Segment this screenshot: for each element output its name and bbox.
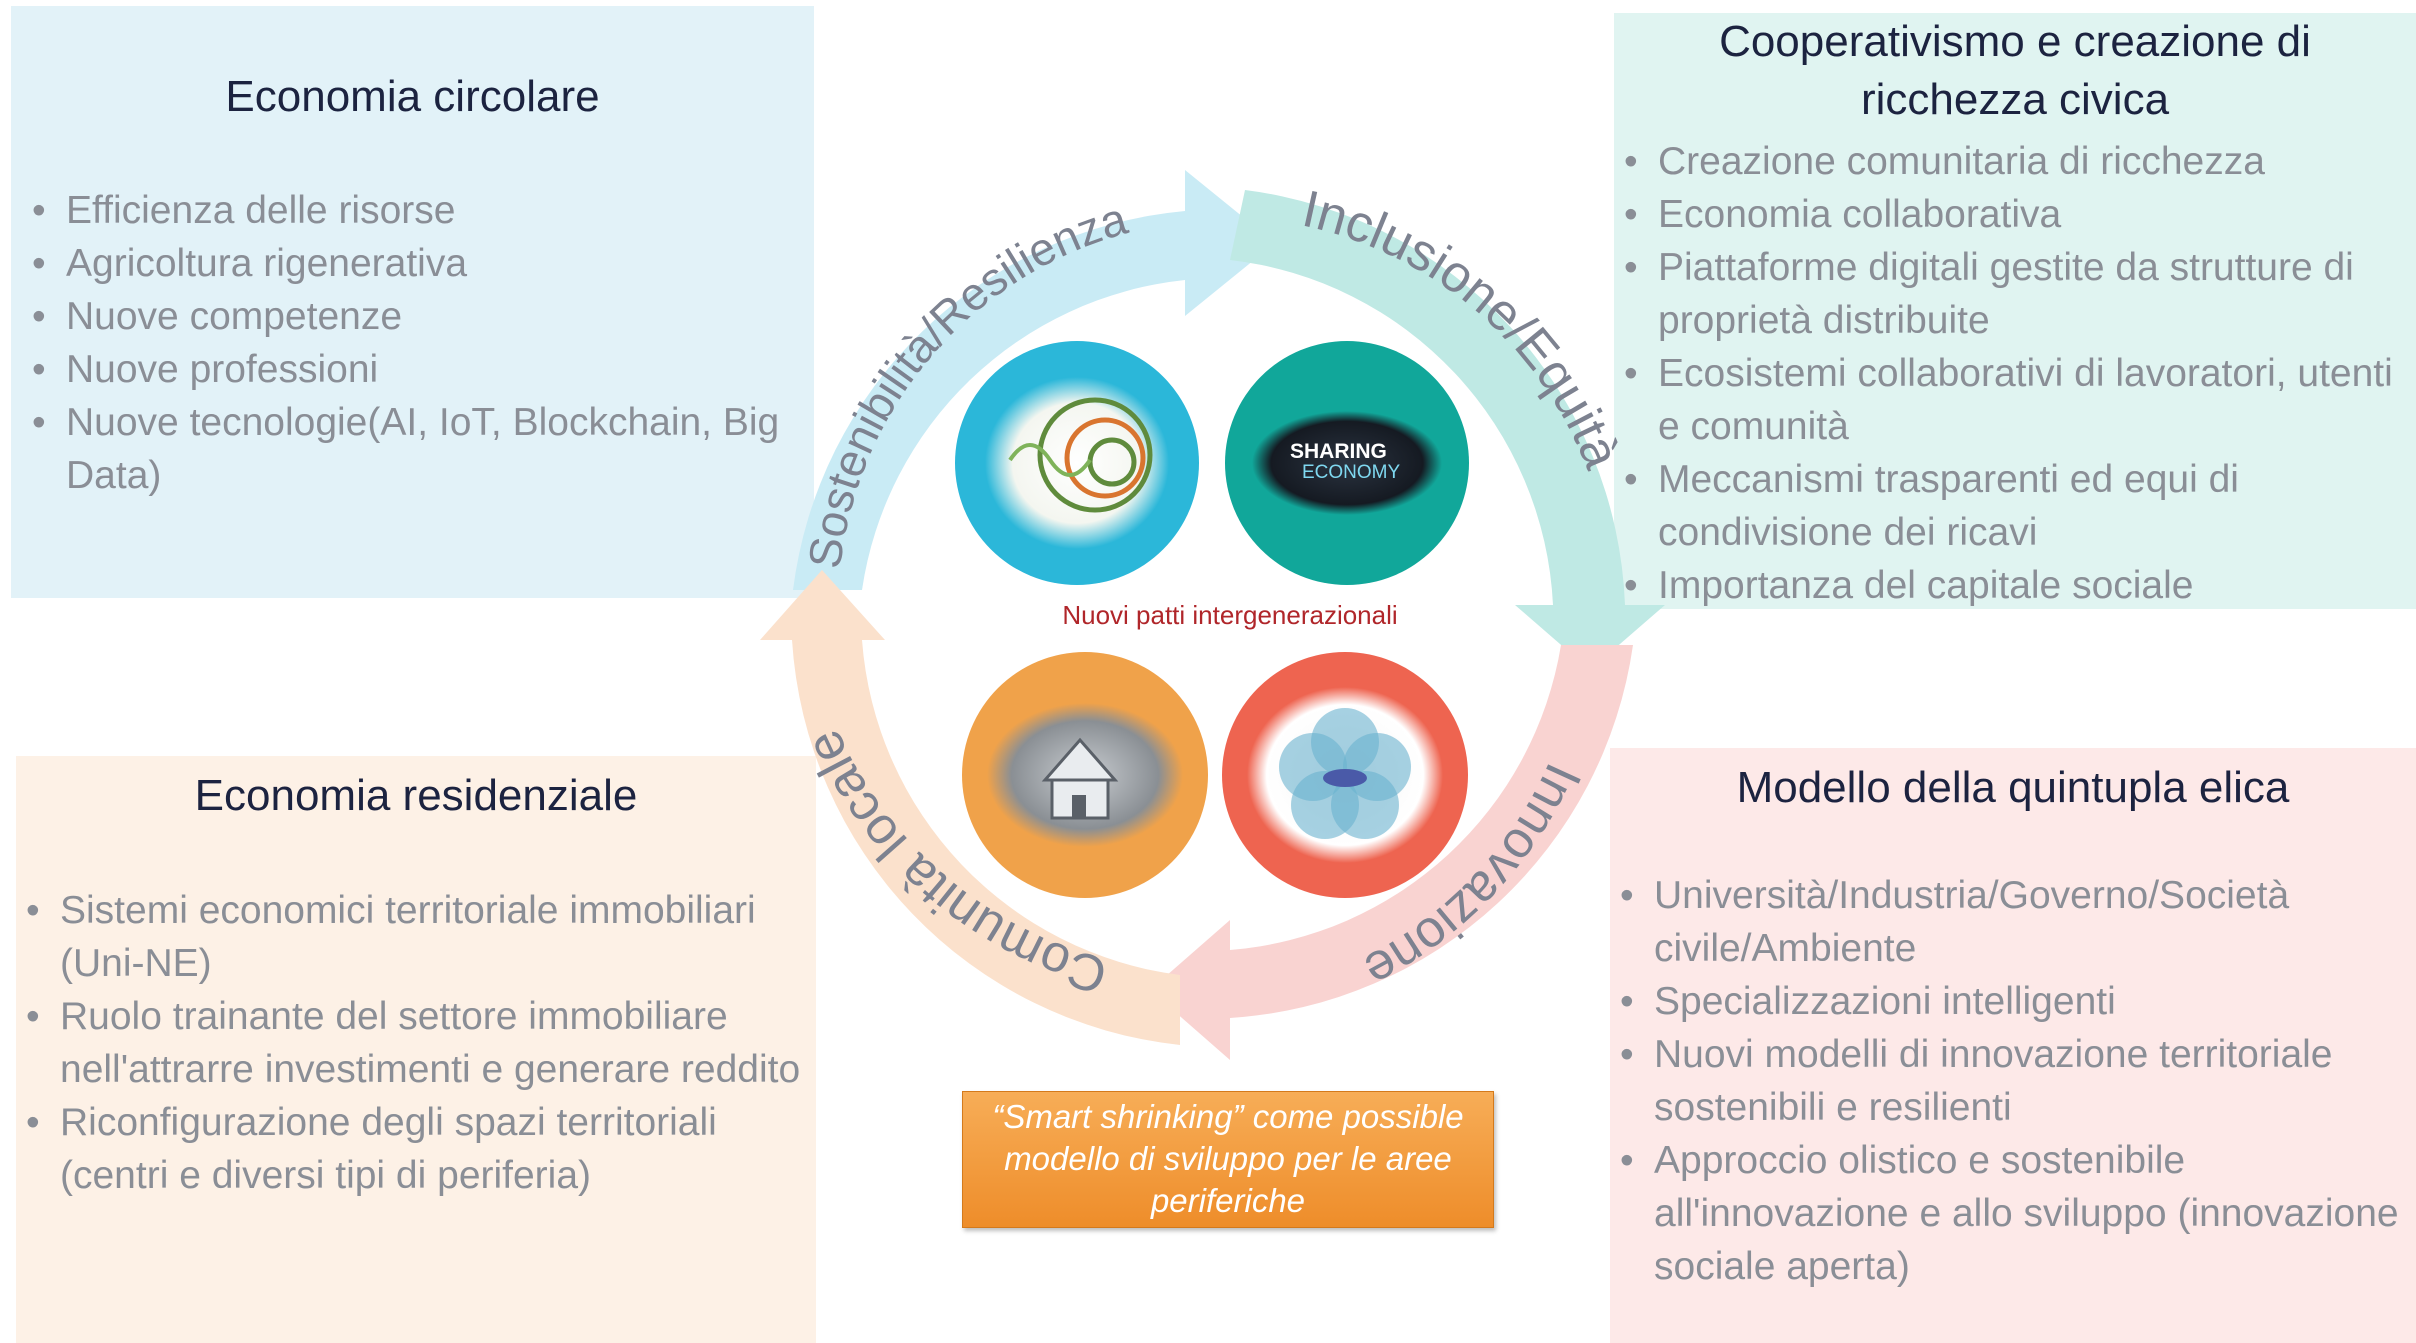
list-item: Nuove professioni	[22, 343, 807, 396]
list-item: Agricoltura rigenerativa	[22, 237, 807, 290]
circular-economy-image	[955, 341, 1199, 585]
economia-residenziale-title: Economia residenziale	[194, 771, 638, 820]
list-item: Riconfigurazione degli spazi territorial…	[16, 1096, 806, 1202]
economia-residenziale-box: Economia residenziale Sistemi economici …	[16, 756, 816, 1343]
list-item: Nuove competenze	[22, 290, 807, 343]
sharing-economy-image: SHARING ECONOMY	[1225, 341, 1469, 585]
list-item: Piattaforme digitali gestite da struttur…	[1614, 241, 2414, 347]
list-item: Ruolo trainante del settore immobiliare …	[16, 990, 806, 1096]
list-item: Nuovi modelli di innovazione territorial…	[1610, 1028, 2410, 1134]
economia-circolare-title: Economia circolare	[225, 72, 600, 121]
sharing-word: SHARING	[1290, 440, 1387, 463]
list-item: Nuove tecnologie(AI, IoT, Blockchain, Bi…	[22, 396, 807, 502]
smart-shrinking-note: “Smart shrinking” come possible modello …	[962, 1091, 1494, 1228]
economia-circolare-box: Economia circolare Efficienza delle riso…	[11, 6, 814, 598]
center-label: Nuovi patti intergenerazionali	[1062, 600, 1398, 630]
list-item: Università/Industria/Governo/Società civ…	[1610, 869, 2410, 975]
economy-word: ECONOMY	[1302, 462, 1401, 483]
arrow-innovazione	[1150, 645, 1633, 1060]
list-item: Meccanismi trasparenti ed equi di condiv…	[1614, 453, 2414, 559]
cooperativismo-list: Creazione comunitaria di ricchezza Econo…	[1614, 135, 2414, 612]
list-item: Specializzazioni intelligenti	[1610, 975, 2410, 1028]
arrow-comunita	[760, 570, 1180, 1045]
economia-residenziale-list: Sistemi economici territoriale immobilia…	[16, 884, 806, 1202]
arrow-sostenibilita	[793, 170, 1275, 590]
arrow-inclusione	[1230, 190, 1665, 670]
cooperativismo-box: Cooperativismo e creazione di ricchezza …	[1614, 13, 2416, 612]
list-item: Approccio olistico e sostenibile all'inn…	[1610, 1134, 2410, 1293]
quintupla-elica-title: Modello della quintupla elica	[1736, 763, 2290, 812]
list-item: Importanza del capitale sociale	[1614, 559, 2414, 612]
list-item: Ecosistemi collaborativi di lavoratori, …	[1614, 347, 2414, 453]
list-item: Economia collaborativa	[1614, 188, 2414, 241]
list-item: Creazione comunitaria di ricchezza	[1614, 135, 2414, 188]
cooperativismo-title: Cooperativismo e creazione di ricchezza …	[1719, 17, 2311, 124]
list-item: Sistemi economici territoriale immobilia…	[16, 884, 806, 990]
list-item: Efficienza delle risorse	[22, 184, 807, 237]
quintuple-helix-image	[1222, 652, 1468, 898]
quintupla-elica-list: Università/Industria/Governo/Società civ…	[1610, 869, 2410, 1293]
quintupla-elica-box: Modello della quintupla elica Università…	[1610, 748, 2416, 1343]
real-estate-image	[962, 652, 1208, 898]
economia-circolare-list: Efficienza delle risorse Agricoltura rig…	[22, 184, 807, 502]
